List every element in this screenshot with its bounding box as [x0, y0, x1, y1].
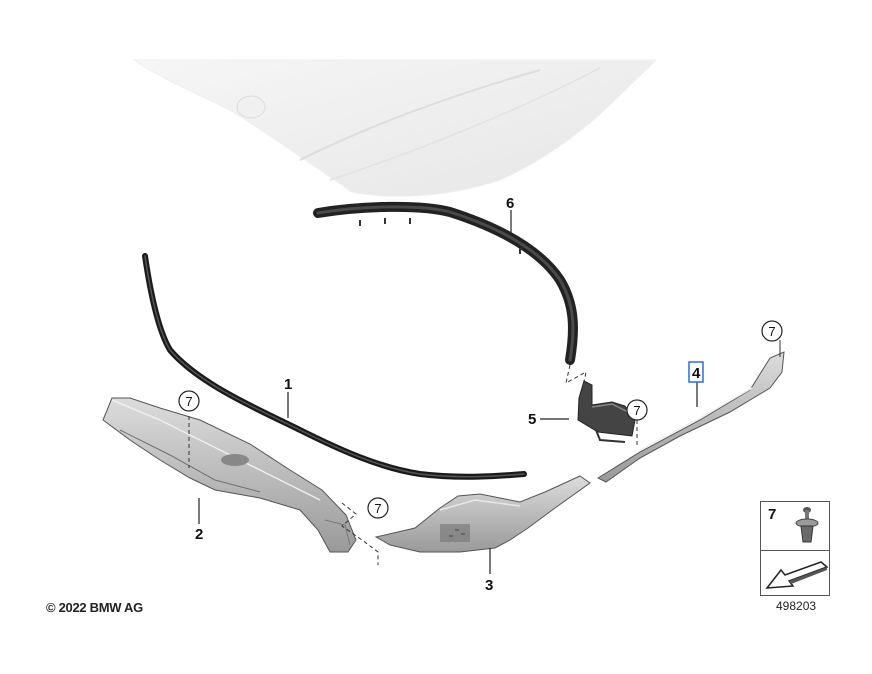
callout-4[interactable]: 4 — [692, 365, 701, 382]
legend-box: 7 — [760, 501, 830, 596]
circle-ref-7-b: 7 — [367, 497, 389, 519]
callout-5: 5 — [528, 411, 536, 428]
cowl-panel-left-part[interactable] — [102, 397, 357, 553]
hood-outline — [132, 59, 658, 197]
bracket-part[interactable] — [577, 380, 636, 443]
cowl-center-part[interactable] — [374, 475, 591, 553]
legend-number: 7 — [768, 506, 777, 523]
callout-1: 1 — [284, 376, 292, 393]
hood-seal-part[interactable] — [313, 201, 578, 365]
callout-3: 3 — [485, 577, 493, 594]
svg-text:7: 7 — [633, 403, 640, 418]
callout-2: 2 — [195, 526, 203, 543]
diagram-id: 498203 — [776, 599, 817, 613]
leader-lines — [198, 210, 698, 574]
circle-ref-7-c: 7 — [626, 399, 648, 421]
connector-dashed-2 — [341, 502, 379, 565]
expanding-rivet-icon — [795, 507, 819, 543]
svg-text:7: 7 — [374, 501, 381, 516]
cowl-strip-right-part[interactable] — [596, 340, 785, 483]
legend-direction-cell — [761, 550, 829, 595]
callout-4-highlight — [688, 361, 704, 383]
legend-fastener-cell: 7 — [761, 502, 829, 551]
arrow-icon — [765, 561, 829, 589]
svg-text:7: 7 — [768, 324, 775, 339]
callout-6: 6 — [506, 195, 514, 212]
circle-ref-7-a: 7 — [178, 390, 200, 412]
svg-text:7: 7 — [185, 394, 192, 409]
copyright-text: © 2022 BMW AG — [46, 600, 143, 615]
circle-ref-7-d: 7 — [761, 320, 783, 342]
